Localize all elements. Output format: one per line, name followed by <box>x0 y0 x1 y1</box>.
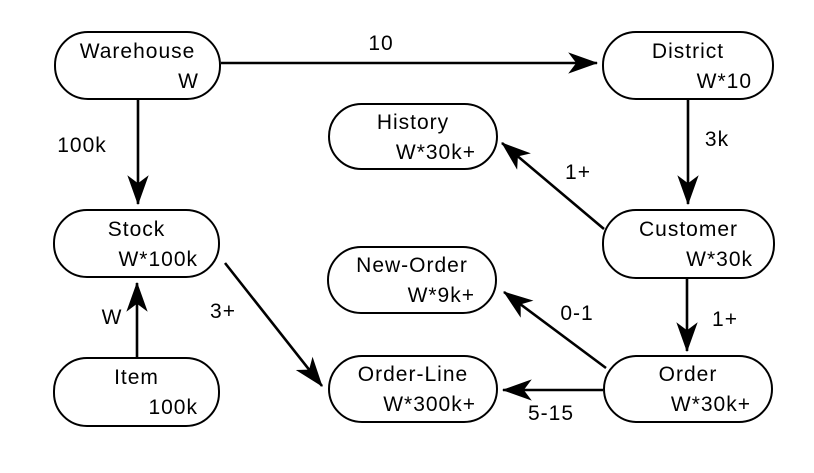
node-history-count: W*30k+ <box>395 140 476 164</box>
node-order-line-count: W*300k+ <box>383 393 476 416</box>
node-history: History W*30k+ <box>328 103 498 170</box>
edge-label-district-customer: 3k <box>704 128 730 151</box>
edge-label-order-orderline: 5-15 <box>527 402 575 425</box>
node-new-order-name: New-Order <box>356 254 468 277</box>
node-item-name: Item <box>114 366 159 389</box>
node-new-order: New-Order W*9k+ <box>327 246 497 314</box>
edge-order-neworder <box>503 290 607 370</box>
node-order-count: W*30k+ <box>670 393 751 416</box>
edge-label-warehouse-district: 10 <box>368 32 394 55</box>
node-order: Order W*30k+ <box>603 355 773 423</box>
node-history-name: History <box>376 110 450 134</box>
edge-label-item-stock: W <box>101 306 123 329</box>
node-stock-name: Stock <box>107 217 166 241</box>
edge-label-customer-history: 1+ <box>565 161 591 184</box>
node-customer-name: Customer <box>638 218 739 241</box>
node-item-count: 100k <box>148 396 198 419</box>
node-stock: Stock W*100k <box>53 209 220 278</box>
edge-label-customer-order: 1+ <box>712 308 738 331</box>
node-customer-count: W*30k <box>686 248 753 271</box>
edge-label-warehouse-stock: 100k <box>57 134 107 157</box>
node-order-name: Order <box>658 363 718 386</box>
node-item: Item 100k <box>53 357 220 427</box>
edge-customer-history <box>501 142 605 230</box>
node-district-count: W*10 <box>696 69 752 93</box>
node-district: District W*10 <box>602 31 774 100</box>
node-new-order-count: W*9k+ <box>407 284 475 307</box>
node-district-name: District <box>651 39 725 63</box>
edge-label-stock-orderline: 3+ <box>210 300 236 323</box>
node-warehouse: Warehouse W <box>54 31 221 100</box>
edge-stock-orderline <box>223 262 324 387</box>
node-warehouse-name: Warehouse <box>79 39 196 63</box>
node-customer: Customer W*30k <box>602 209 775 279</box>
node-order-line: Order-Line W*300k+ <box>328 355 498 423</box>
node-order-line-name: Order-Line <box>357 363 469 386</box>
node-stock-count: W*100k <box>118 247 198 271</box>
edge-label-order-neworder: 0-1 <box>560 302 594 325</box>
node-warehouse-count: W <box>178 69 199 93</box>
